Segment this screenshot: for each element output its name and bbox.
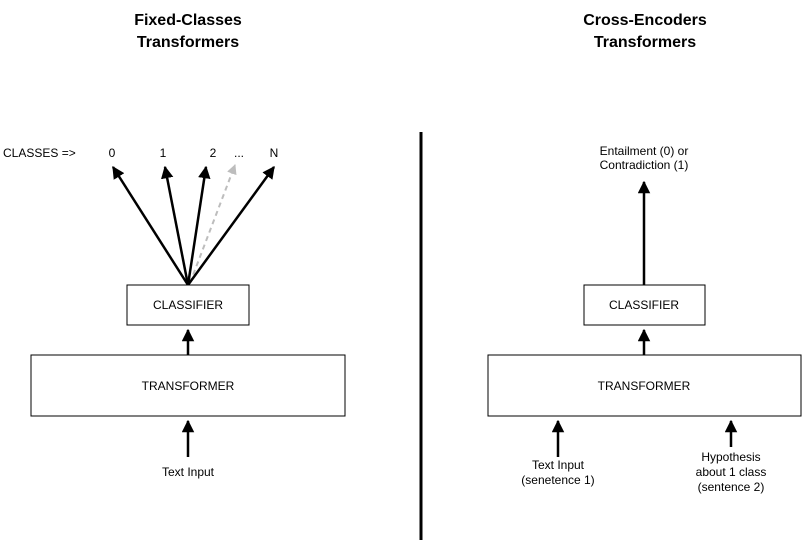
input2-label-line3: (sentence 2) — [698, 480, 765, 494]
input1-label-line1: Text Input — [532, 458, 585, 472]
right-classifier-box — [583, 284, 706, 326]
left-title-line2: Transformers — [137, 34, 239, 51]
arrow-to-class-n — [186, 165, 276, 286]
arrow-to-class-ellipsis-dashed — [189, 164, 237, 284]
right-panel: Cross-Encoders Transformers Entailment (… — [487, 12, 802, 494]
input2-label-line1: Hypothesis — [701, 450, 760, 464]
right-title-line1: Cross-Encoders — [583, 12, 707, 29]
right-transformer-box — [487, 354, 802, 417]
left-transformer-box — [30, 354, 346, 417]
input2-label-line2: about 1 class — [696, 465, 767, 479]
right-transformer-label: TRANSFORMER — [598, 379, 691, 393]
arrow-to-class-1 — [161, 165, 190, 286]
input1-label-line2: (senetence 1) — [521, 473, 594, 487]
arrow-to-class-0 — [111, 165, 190, 286]
left-title-line1: Fixed-Classes — [134, 12, 242, 29]
output-label-line1: Entailment (0) or — [600, 144, 689, 158]
classes-label: CLASSES => — [3, 146, 76, 160]
left-panel: Fixed-Classes Transformers CLASSES => 0 … — [3, 12, 346, 479]
class-label-ellipsis: ... — [234, 146, 244, 160]
right-title-line2: Transformers — [594, 34, 696, 51]
class-label-2: 2 — [210, 146, 217, 160]
output-label-line2: Contradiction (1) — [600, 158, 689, 172]
class-label-n: N — [270, 146, 279, 160]
left-transformer-label: TRANSFORMER — [142, 379, 235, 393]
left-classifier-label: CLASSIFIER — [153, 298, 223, 312]
left-classifier-box — [126, 284, 250, 326]
arrow-to-class-2 — [186, 165, 211, 286]
right-classifier-label: CLASSIFIER — [609, 298, 679, 312]
class-label-1: 1 — [160, 146, 167, 160]
class-label-0: 0 — [109, 146, 116, 160]
left-input-label: Text Input — [162, 465, 215, 479]
